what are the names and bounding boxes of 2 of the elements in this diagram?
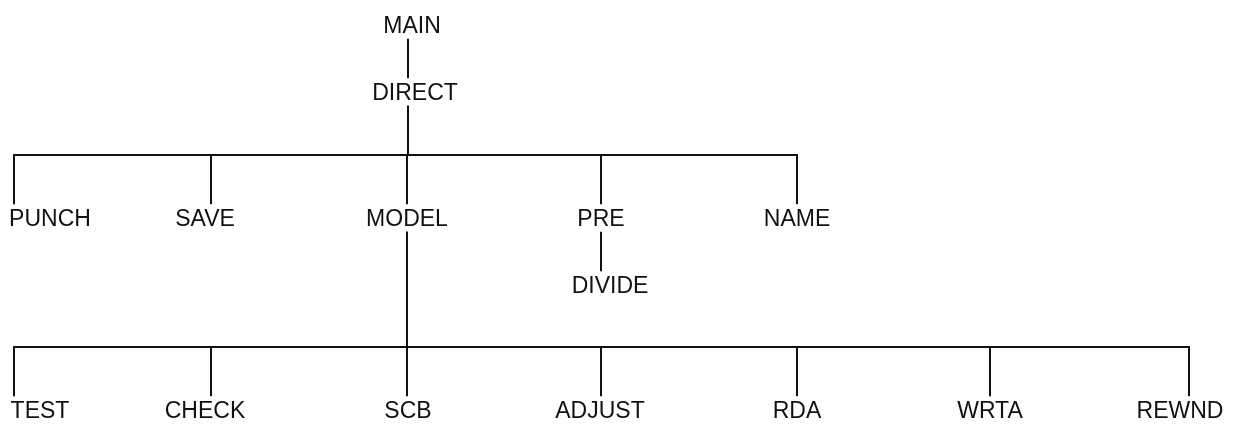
tree-connector bbox=[407, 37, 409, 80]
tree-connector bbox=[600, 230, 602, 273]
